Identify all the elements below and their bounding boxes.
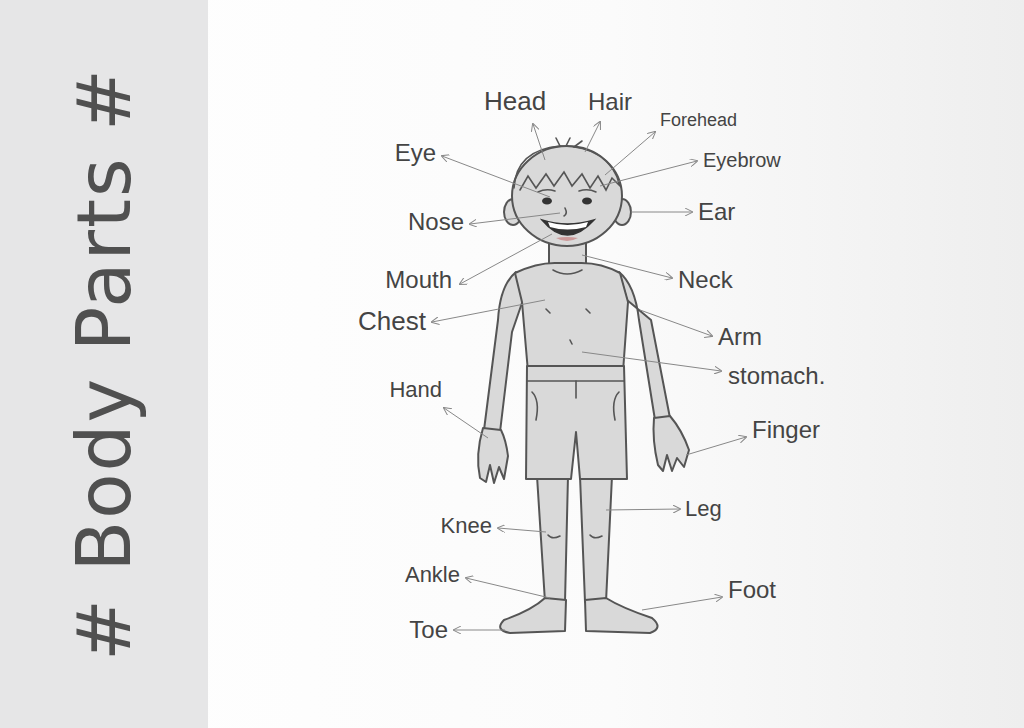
part-label: Mouth bbox=[385, 266, 452, 294]
part-label: Head bbox=[484, 87, 546, 117]
part-label: Ear bbox=[698, 198, 735, 226]
page-title: # Body Parts # bbox=[61, 67, 147, 661]
leader-line bbox=[498, 528, 546, 532]
leader-line bbox=[642, 597, 722, 610]
part-label: Forehead bbox=[660, 110, 737, 131]
leader-line bbox=[444, 408, 488, 438]
part-label: Ankle bbox=[405, 562, 460, 587]
part-label: Finger bbox=[752, 416, 820, 444]
part-label: Hand bbox=[389, 377, 442, 402]
leader-line bbox=[631, 212, 692, 213]
part-label: Eyebrow bbox=[703, 149, 781, 172]
leader-line bbox=[432, 300, 545, 322]
part-label: Foot bbox=[728, 576, 776, 604]
part-label: Nose bbox=[408, 208, 464, 236]
part-label: Toe bbox=[409, 616, 448, 644]
part-label: Chest bbox=[358, 307, 426, 337]
part-label: Knee bbox=[441, 513, 492, 538]
leader-line bbox=[640, 310, 712, 336]
leader-line bbox=[470, 213, 560, 224]
leader-line bbox=[600, 161, 697, 186]
leader-line bbox=[533, 124, 545, 160]
leader-line bbox=[442, 156, 550, 197]
part-label: Leg bbox=[685, 496, 722, 521]
leader-line bbox=[454, 630, 505, 631]
leader-line bbox=[686, 437, 746, 455]
leader-line bbox=[466, 578, 550, 598]
leader-line bbox=[606, 509, 680, 510]
part-label: Hair bbox=[588, 88, 632, 116]
leader-line bbox=[585, 122, 600, 152]
leader-line bbox=[605, 132, 655, 175]
leader-line bbox=[582, 255, 672, 278]
leader-line bbox=[582, 352, 721, 371]
leader-line bbox=[460, 234, 552, 284]
part-label: Eye bbox=[395, 139, 436, 167]
part-label: Arm bbox=[718, 323, 762, 351]
part-label: stomach. bbox=[728, 362, 825, 390]
part-label: Neck bbox=[678, 266, 733, 294]
